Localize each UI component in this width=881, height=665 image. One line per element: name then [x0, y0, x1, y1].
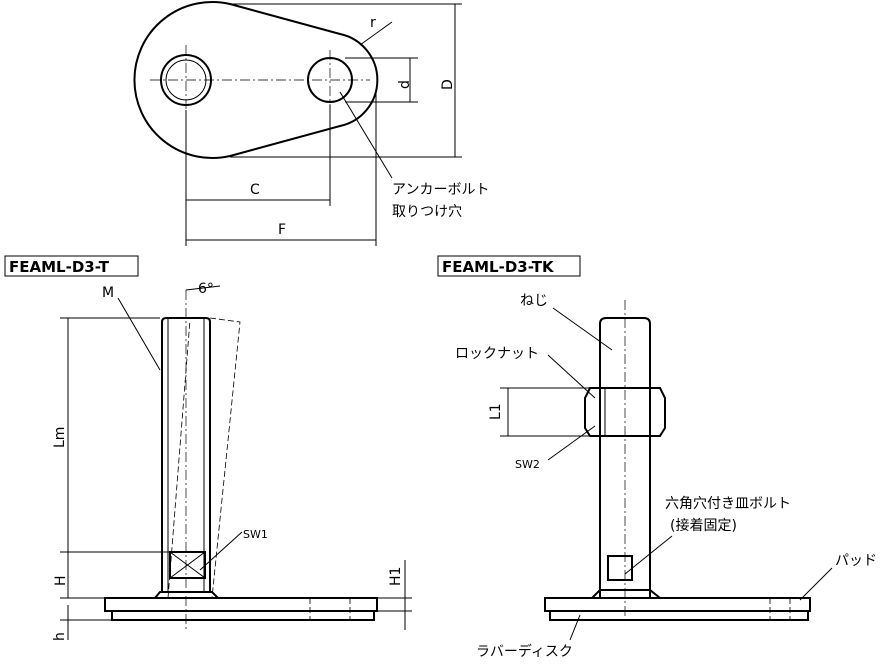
label-d: d: [397, 80, 413, 89]
top-view: [133, 1, 462, 246]
label-SW1: SW1: [243, 528, 268, 541]
label-angle: 6°: [198, 281, 214, 297]
label-H: H: [53, 575, 69, 586]
label-rubber: ラバーディスク: [476, 643, 573, 660]
model-tk-title: FEAML-D3-TK: [442, 258, 555, 276]
model-tk-side-view: [500, 300, 833, 641]
flange-outline: [133, 1, 379, 159]
label-r: r: [370, 15, 376, 31]
label-h: h: [52, 632, 68, 641]
anchor-label-2: 取りつけ穴: [392, 204, 462, 220]
label-bolt-1: 六角穴付き皿ボルト: [665, 496, 791, 512]
label-M: M: [102, 285, 114, 301]
label-D: D: [440, 79, 456, 90]
label-Lm: Lm: [52, 427, 68, 448]
label-bolt-2: (接着固定): [670, 517, 737, 534]
label-L1: L1: [488, 403, 504, 420]
label-SW2: SW2: [515, 458, 540, 471]
label-pad: パッド: [835, 553, 877, 569]
label-C: C: [250, 182, 260, 198]
label-H1: H1: [388, 567, 404, 586]
anchor-label-1: アンカーボルト: [392, 182, 489, 198]
model-t-title: FEAML-D3-T: [9, 258, 110, 276]
model-t-side-view: [60, 285, 412, 640]
label-F: F: [278, 222, 286, 238]
label-locknut: ロックナット: [455, 346, 539, 362]
label-screw: ねじ: [520, 293, 548, 309]
